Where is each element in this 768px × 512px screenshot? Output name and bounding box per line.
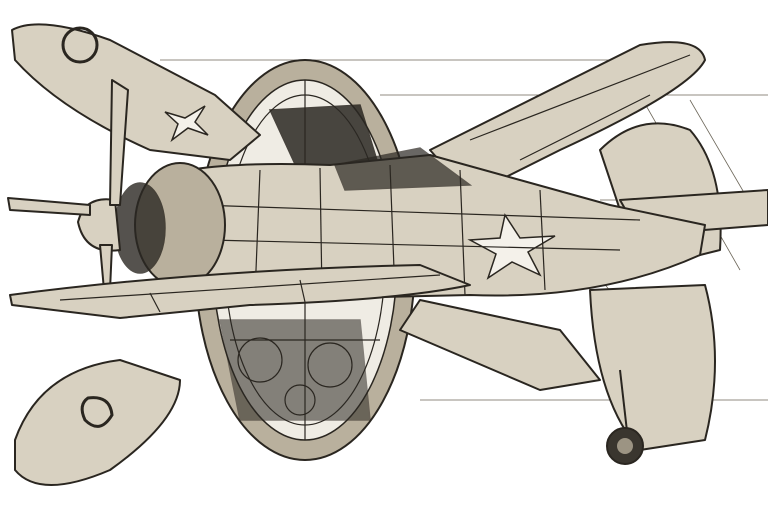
tail [589,122,768,451]
upper-wing [11,23,706,196]
landing-gear [606,369,644,465]
lower-wing [9,264,601,486]
nose-propeller [7,79,226,291]
